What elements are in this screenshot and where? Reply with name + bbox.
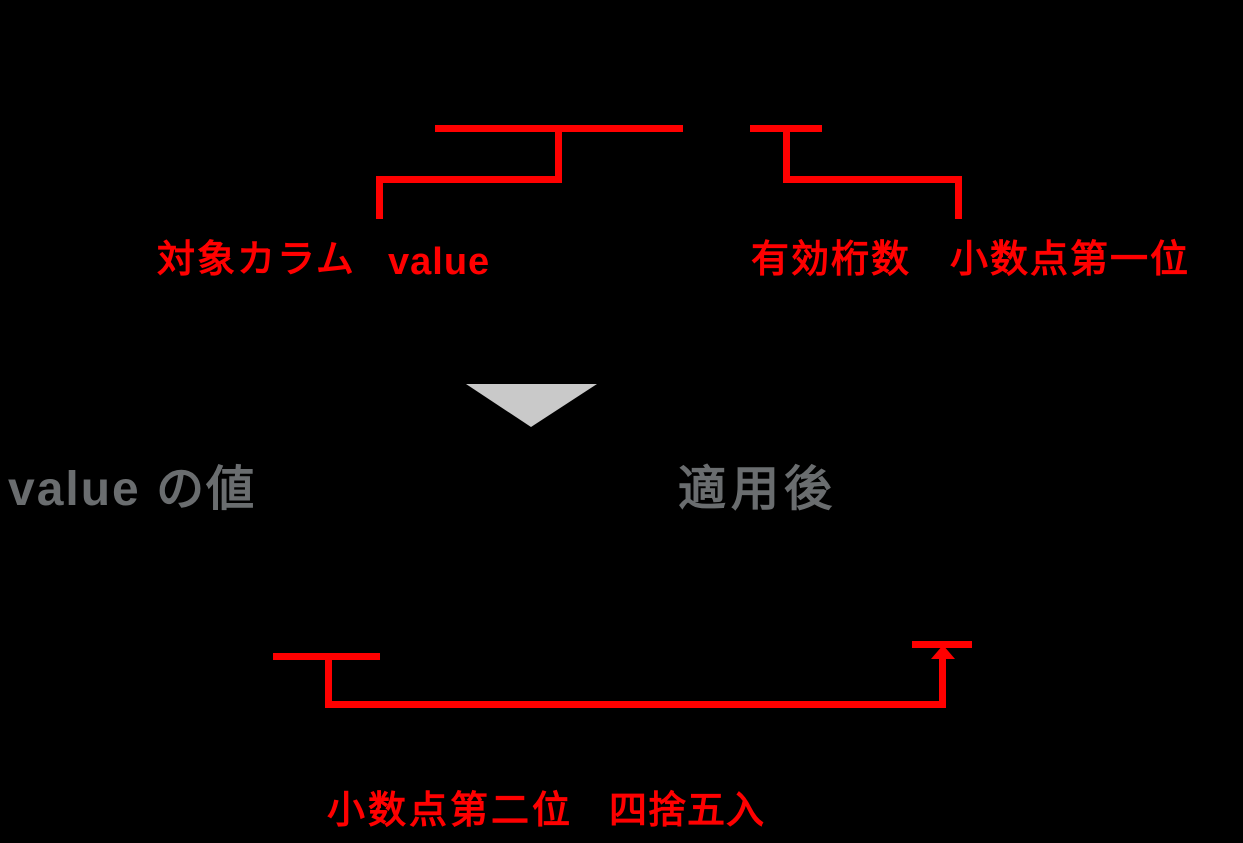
underline-right-tick [912, 641, 972, 648]
bracket-right-vertical [783, 125, 790, 183]
up-arrow-icon [931, 645, 955, 659]
bottom-bracket-right-vertical [939, 658, 946, 708]
bracket-right-drop [955, 176, 962, 219]
label-first-decimal-place: 小数点第一位 [950, 239, 1191, 281]
label-significant-digits: 有効桁数 [751, 239, 912, 281]
bracket-left-arm [376, 176, 562, 183]
label-value: value [388, 241, 491, 283]
label-value-of-value: value の値 [8, 463, 257, 516]
bracket-left-vertical [555, 125, 562, 183]
label-round-half-up: 四捨五入 [609, 790, 766, 832]
bracket-right-arm [783, 176, 962, 183]
bottom-bracket-horizontal [325, 701, 946, 708]
label-after-apply: 適用後 [678, 463, 838, 516]
bottom-bracket-left-vertical [325, 653, 332, 708]
label-second-decimal-place: 小数点第二位 [327, 790, 574, 832]
bracket-left-drop [376, 176, 383, 219]
down-triangle-icon [466, 384, 597, 427]
label-target-column: 対象カラム [157, 239, 356, 281]
